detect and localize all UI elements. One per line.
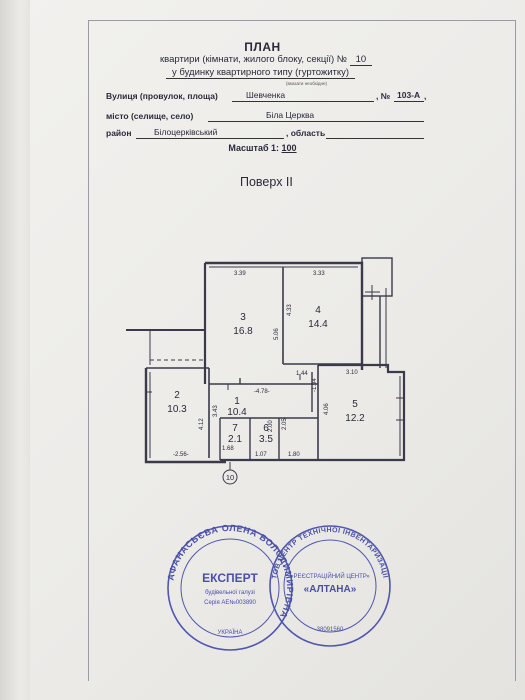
- dim-3-10: 3.10: [346, 370, 358, 376]
- dim-1-07: 1.07: [255, 452, 267, 458]
- scale-line: Масштаб 1: 100: [0, 143, 525, 153]
- street-value: Шевченка: [246, 90, 286, 100]
- apartment-line: квартири (кімнати, жилого блоку, секції)…: [160, 54, 373, 66]
- room-1-number: 1: [234, 396, 240, 407]
- building-type: у будинку квартирного типу (гуртожитку): [166, 67, 356, 79]
- dim-1-94: -1.94: [312, 378, 318, 392]
- city-label: місто (селище, село): [106, 111, 194, 121]
- dim-2-56: -2.56-: [173, 452, 189, 458]
- number-value: 103-А: [397, 90, 421, 100]
- room-4-number: 4: [315, 305, 321, 316]
- dim-3-33: 3.33: [313, 271, 325, 277]
- dim-4-33: 4.33: [287, 304, 293, 316]
- apartment-number: 10: [349, 54, 373, 66]
- room-7-number: 7: [232, 423, 238, 434]
- dim-1-68: 1.68: [222, 446, 234, 452]
- right-stamp-title: «РЕЄСТРАЦІЙНИЙ ЦЕНТР»: [290, 572, 370, 580]
- dim-4-06: 4.06: [324, 403, 330, 415]
- floor-label: Поверх II: [240, 175, 293, 189]
- room-5-area: 12.2: [345, 413, 365, 424]
- scale-label: Масштаб 1:: [228, 143, 280, 153]
- apartment-label: квартири (кімнати, жилого блоку, секції)…: [160, 54, 347, 65]
- room-5-number: 5: [352, 399, 358, 410]
- hint-text: (вказати необхідне): [286, 81, 327, 86]
- number-label: , №: [376, 91, 391, 101]
- number-underline: [394, 101, 424, 102]
- number-suffix: ,: [424, 91, 427, 101]
- room-6-number: 6: [263, 423, 269, 434]
- room-7-area: 2.1: [228, 434, 242, 445]
- dim-2-00: 2.00: [268, 420, 274, 432]
- left-stamp-serial: Серія АЕ№003890: [204, 599, 256, 606]
- room-4-area: 14.4: [308, 319, 328, 330]
- binding-edge: [0, 0, 30, 700]
- dim-4-12: 4.12: [199, 418, 205, 430]
- dim-1-80: 1.80: [288, 452, 300, 458]
- room-6-area: 3.5: [259, 434, 273, 445]
- district-value: Білоцерківський: [154, 127, 218, 137]
- city-value: Біла Церква: [266, 110, 315, 120]
- page-frame: [88, 20, 516, 681]
- building-type-line: у будинку квартирного типу (гуртожитку): [166, 67, 356, 79]
- room-2-number: 2: [174, 390, 180, 401]
- region-label: , область: [286, 128, 326, 138]
- city-underline: [208, 121, 424, 122]
- dim-5-06: 5.06: [274, 328, 280, 340]
- room-2-area: 10.3: [167, 404, 187, 415]
- district-underline: [136, 138, 284, 139]
- street-label: Вулиця (провулок, площа): [106, 91, 218, 101]
- expert-stamp: АФАНАСЬЄВА ОЛЕНА ВОЛОДИМИРІВНА ЕКСПЕРТ б…: [165, 523, 294, 651]
- dim-4-78: -4.78-: [254, 389, 270, 395]
- street-underline: [232, 101, 374, 102]
- left-stamp-country: УКРАЇНА: [218, 629, 243, 636]
- right-stamp-name: «АЛТАНА»: [304, 584, 357, 595]
- room-3-number: 3: [240, 312, 246, 323]
- left-stamp-title: ЕКСПЕРТ: [202, 571, 258, 585]
- dim-1-44: 1.44: [296, 371, 308, 377]
- dim-3-39: 3.39: [234, 271, 246, 277]
- region-underline: [326, 138, 424, 139]
- room-3-area: 16.8: [233, 326, 253, 337]
- right-stamp-code: 38091560: [317, 627, 344, 633]
- dim-2-05: 2.05: [282, 418, 288, 430]
- left-stamp-sub: будівельної галузі: [205, 590, 255, 596]
- district-label: район: [106, 128, 132, 138]
- plan-title: ПЛАН: [244, 40, 281, 54]
- axis-label: 10: [226, 473, 234, 482]
- room-1-area: 10.4: [227, 407, 247, 418]
- dim-3-43: 3.43: [213, 405, 219, 417]
- scale-value: 100: [281, 143, 297, 153]
